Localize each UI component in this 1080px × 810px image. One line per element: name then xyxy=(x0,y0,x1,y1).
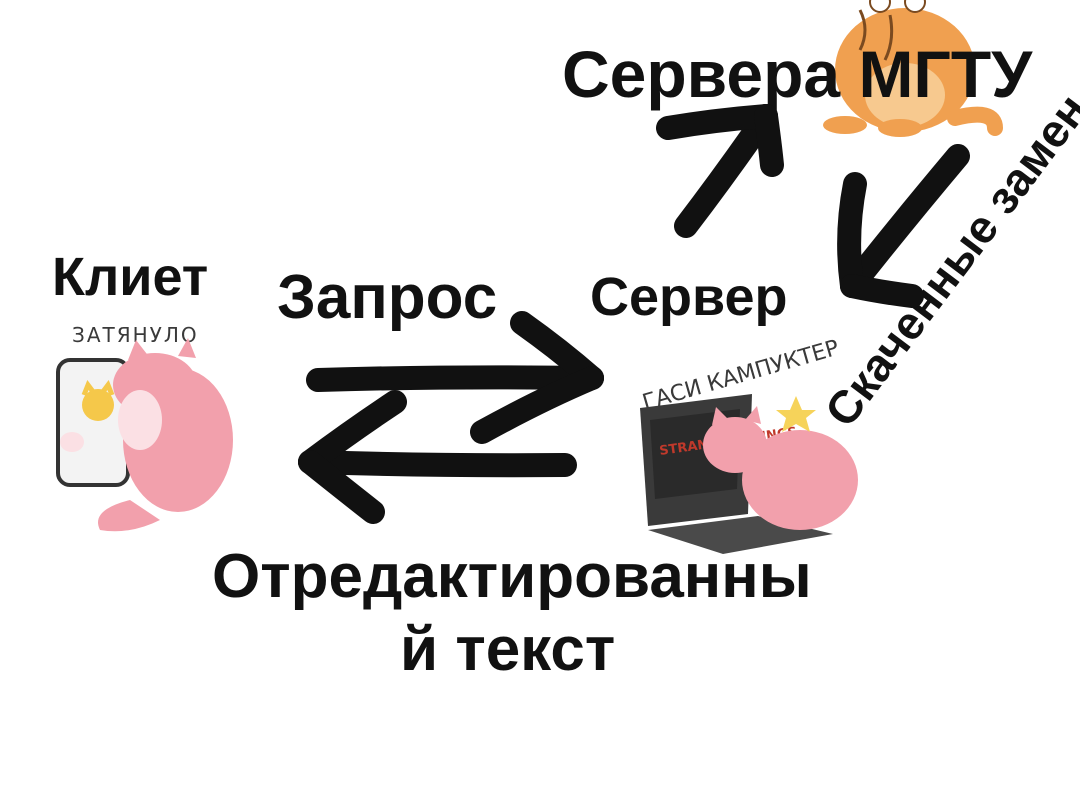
mgtu-servers-label: Сервера МГТУ xyxy=(562,37,1033,111)
client-label: Клиет xyxy=(52,247,208,307)
mgtu-to-server-arrow xyxy=(837,144,970,308)
mgtu-cat-sticker xyxy=(823,0,1003,137)
pink-cat-on-laptop xyxy=(742,430,858,530)
server-sticker: ГАСИ КАМПУКТЕР STRANGER THINGS xyxy=(640,336,858,554)
edited-text-label-line1: Отредактированны xyxy=(212,542,812,611)
response-arrow xyxy=(298,390,577,524)
edited-text-label-line2: й текст xyxy=(400,615,615,684)
client-sticker-caption: ЗАТЯНУЛО xyxy=(72,323,199,347)
server-label: Сервер xyxy=(590,267,788,327)
request-label: Запрос xyxy=(277,263,497,332)
client-sticker: ЗАТЯНУЛО xyxy=(56,323,233,532)
request-arrow xyxy=(306,311,604,444)
server-to-mgtu-arrow xyxy=(656,104,784,238)
